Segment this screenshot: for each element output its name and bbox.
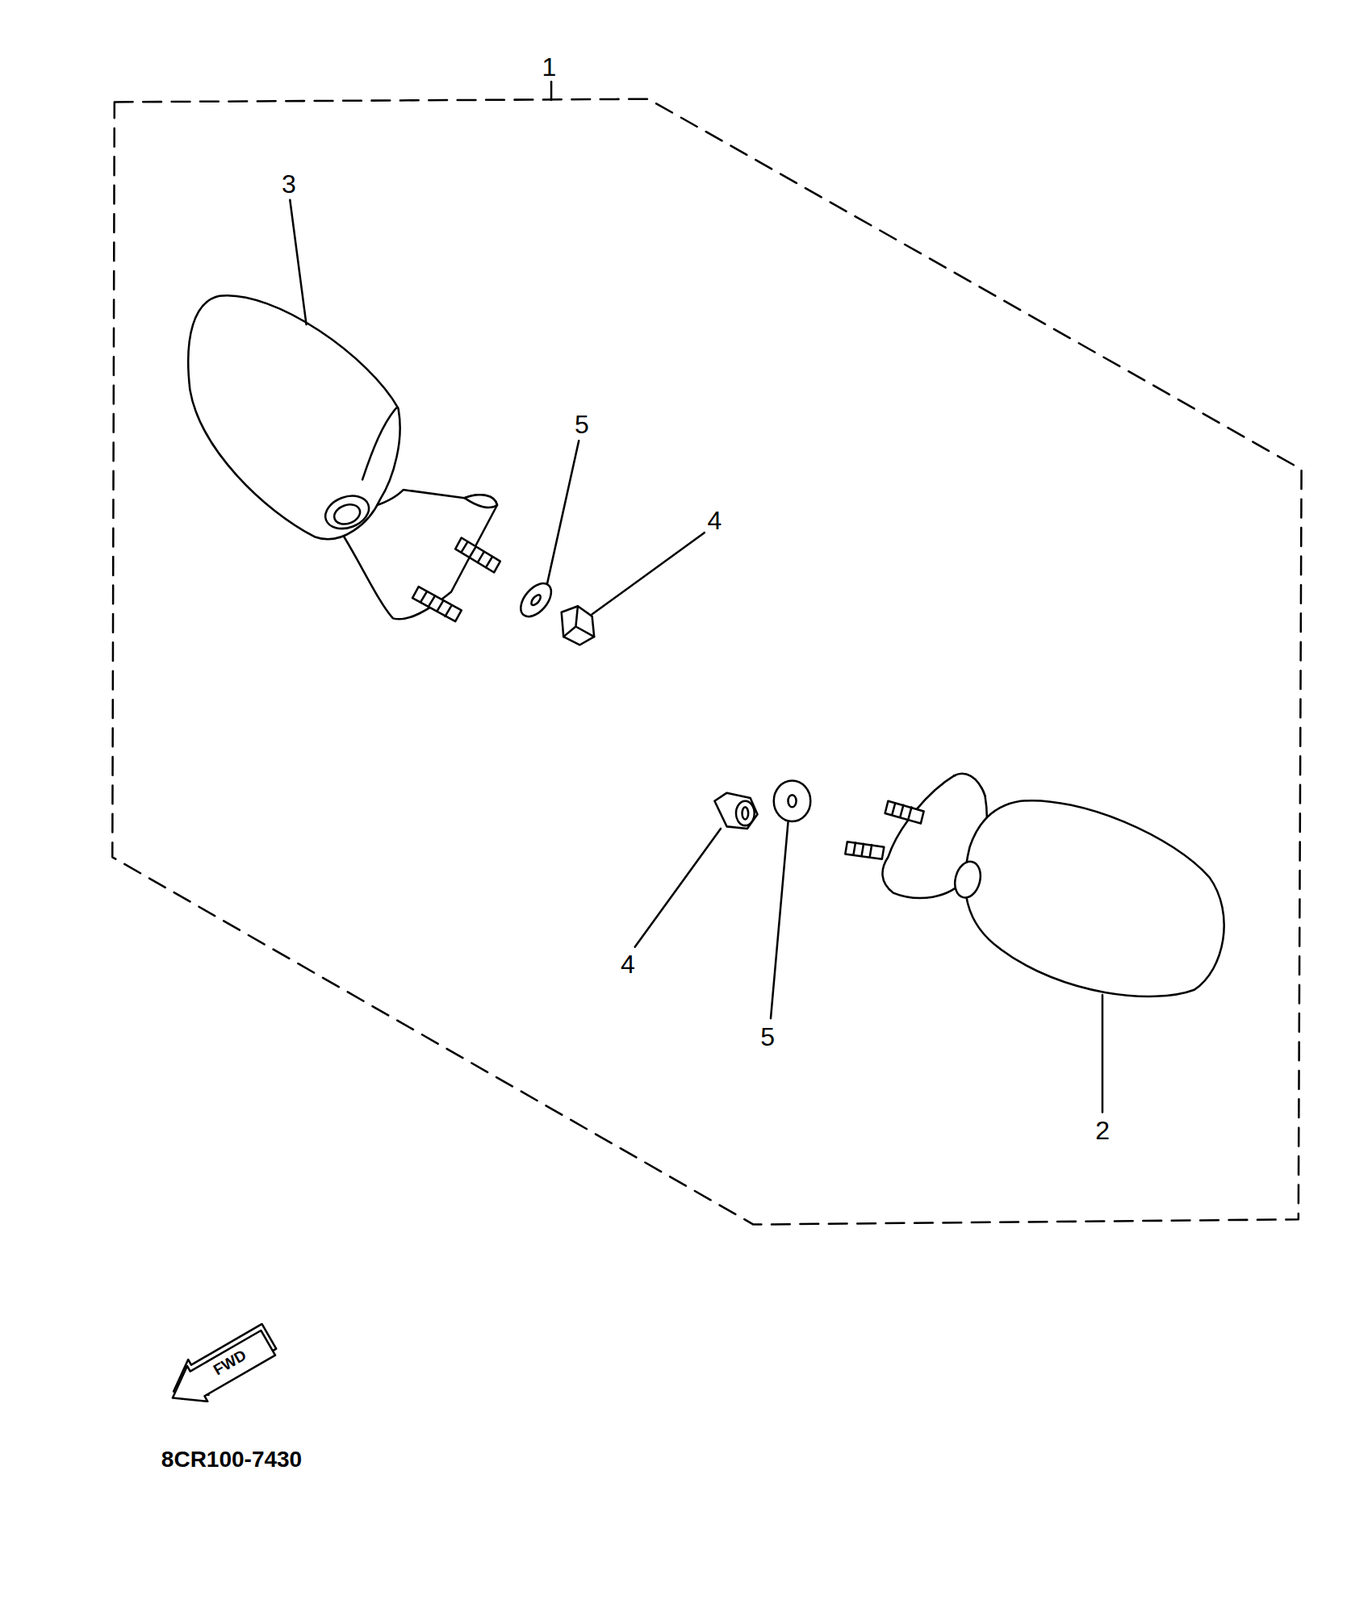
leader-line (289, 200, 306, 325)
leader-line (550, 81, 553, 101)
leader-line (547, 440, 579, 584)
callout-number: 5 (574, 411, 590, 438)
washer-left (514, 577, 557, 623)
forward-arrow (159, 1318, 282, 1416)
washer-right (773, 780, 812, 822)
leader-line (635, 828, 721, 948)
callout-number: 4 (707, 507, 723, 534)
callout-number: 3 (281, 171, 297, 197)
mirror-right (844, 773, 1224, 997)
assembly-outline (112, 99, 1301, 1226)
mirror-left (188, 295, 501, 622)
callout-number: 2 (1095, 1117, 1110, 1144)
diagram-code: 8CR100-7430 (161, 1448, 302, 1472)
callout-number: 5 (760, 1024, 775, 1050)
callout-number: 4 (620, 951, 636, 978)
nut-left (561, 606, 594, 645)
leader-line (592, 532, 705, 615)
leader-line (1101, 995, 1105, 1113)
nut-right (714, 793, 758, 829)
leader-line (770, 822, 788, 1019)
callout-number: 1 (542, 54, 557, 80)
